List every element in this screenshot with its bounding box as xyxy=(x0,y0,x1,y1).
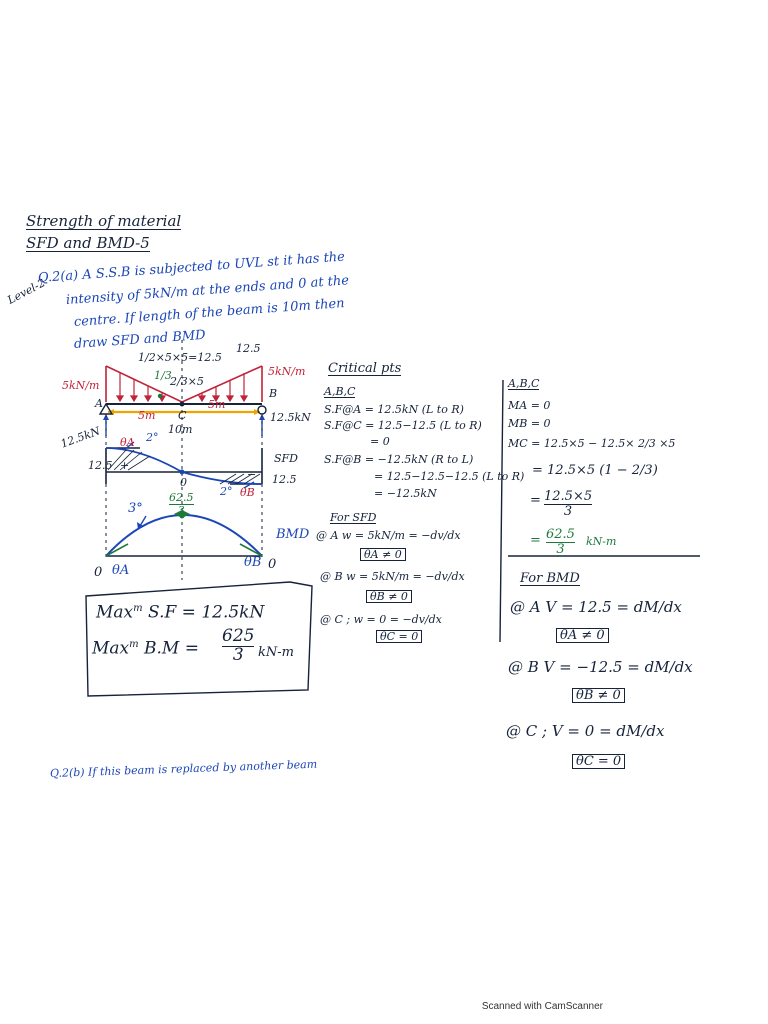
cg-mark: 1/3 xyxy=(154,369,172,382)
load-diagram xyxy=(98,340,267,580)
bmd-theta-b: θB xyxy=(244,555,262,570)
point-a-label: A xyxy=(95,397,103,410)
sf-at-b-line-3: = −12.5kN xyxy=(374,487,437,500)
bmd-result-c: θC = 0 xyxy=(572,754,626,769)
scanner-footer: Scanned with CamScanner xyxy=(481,1001,603,1012)
sfd-theta-a: θA xyxy=(120,436,135,449)
bmd-degree: 3° xyxy=(128,501,143,516)
moment-c-line-3: 12.5×5 3 xyxy=(544,489,593,520)
for-sfd-title: For SFD xyxy=(330,511,377,524)
sf-at-c-result: = 0 xyxy=(370,435,390,448)
bmd-left-zero: 0 xyxy=(94,565,103,580)
reaction-b: 12.5kN xyxy=(270,411,311,424)
right-half-length: 5m xyxy=(208,398,226,411)
left-half-length: 5m xyxy=(138,409,156,422)
point-b-label: B xyxy=(269,387,278,400)
critical-points: A,B,C xyxy=(324,385,356,398)
bmd-peak-value: 62.5 3 xyxy=(169,491,194,517)
bmd-label: BMD xyxy=(276,527,310,542)
bmd-eq-c: @ C ; V = 0 = dM/dx xyxy=(506,722,665,740)
span-length: 10m xyxy=(168,423,193,436)
sfd-right-degree: 2° xyxy=(220,485,233,498)
point-c-label: C xyxy=(178,409,187,422)
max-bm-unit: kN-m xyxy=(258,645,294,660)
max-bm-fraction: 625 3 xyxy=(222,626,255,665)
column-divider xyxy=(499,379,700,643)
moment-b: MB = 0 xyxy=(508,417,551,430)
sfd-minus-mark: − xyxy=(247,468,257,481)
sfd-left-value: 12.5 xyxy=(88,459,113,472)
sfd-plus-mark: + xyxy=(120,459,130,472)
page-title: Strength of material xyxy=(26,212,182,230)
sfd-diagram xyxy=(105,441,263,489)
sfd-right-value: 12.5 xyxy=(272,473,297,486)
sfd-theta-b: θB xyxy=(240,486,255,499)
sfd-left-degree: 2° xyxy=(146,431,159,444)
sf-at-c: S.F@C = 12.5−12.5 (L to R) xyxy=(324,419,482,432)
sfd-label: SFD xyxy=(274,452,298,465)
sfd-result-b: θB ≠ 0 xyxy=(366,590,412,603)
cg-label: 2/3×5 xyxy=(170,375,204,388)
max-shear-force: Maxm S.F = 12.5kN xyxy=(96,602,265,623)
sfd-zero-mark: 0 xyxy=(180,476,187,489)
summary-box xyxy=(85,581,313,697)
area-label: 1/2×5×5=12.5 xyxy=(138,351,222,364)
bmd-eq-a: @ A V = 12.5 = dM/dx xyxy=(510,598,682,616)
moment-c-unit: kN-m xyxy=(586,535,617,548)
page-subtitle: SFD and BMD-5 xyxy=(26,234,150,252)
moment-c-line-3-eq: = xyxy=(530,493,541,508)
bmd-right-zero: 0 xyxy=(268,557,277,572)
moment-a: MA = 0 xyxy=(508,399,551,412)
moment-points: A,B,C xyxy=(508,377,540,390)
critical-title: Critical pts xyxy=(328,361,402,376)
left-load-label: 5kN/m xyxy=(62,379,100,392)
sfd-result-a: θA ≠ 0 xyxy=(360,548,406,561)
for-bmd-title: For BMD xyxy=(520,571,580,586)
bmd-diagram xyxy=(105,510,263,557)
top-value-label: 12.5 xyxy=(236,342,261,355)
sf-at-b-line-2: = 12.5−12.5−12.5 (L to R) xyxy=(374,470,525,483)
bmd-eq-b: @ B V = −12.5 = dM/dx xyxy=(508,658,693,676)
moment-c-line-4-eq: = xyxy=(530,533,541,548)
bmd-result-a: θA ≠ 0 xyxy=(556,628,609,643)
right-load-label: 5kN/m xyxy=(268,365,306,378)
sf-at-b: S.F@B = −12.5kN (R to L) xyxy=(324,453,474,466)
sf-at-a: S.F@A = 12.5kN (L to R) xyxy=(324,403,464,416)
sfd-eq-c: @ C ; w = 0 = −dv/dx xyxy=(320,613,442,626)
moment-c-line-2: = 12.5×5 (1 − 2/3) xyxy=(532,463,658,478)
sfd-result-c: θC = 0 xyxy=(376,630,423,643)
sfd-eq-b: @ B w = 5kN/m = −dv/dx xyxy=(320,570,465,583)
bmd-result-b: θB ≠ 0 xyxy=(572,688,625,703)
moment-c-line-4: 62.5 3 xyxy=(546,527,575,558)
moment-c: MC = 12.5×5 − 12.5× 2/3 ×5 xyxy=(508,437,676,450)
bmd-theta-a: θA xyxy=(112,563,130,578)
sfd-eq-a: @ A w = 5kN/m = −dv/dx xyxy=(316,529,461,542)
max-bending-moment: Maxm B.M = xyxy=(92,638,199,659)
